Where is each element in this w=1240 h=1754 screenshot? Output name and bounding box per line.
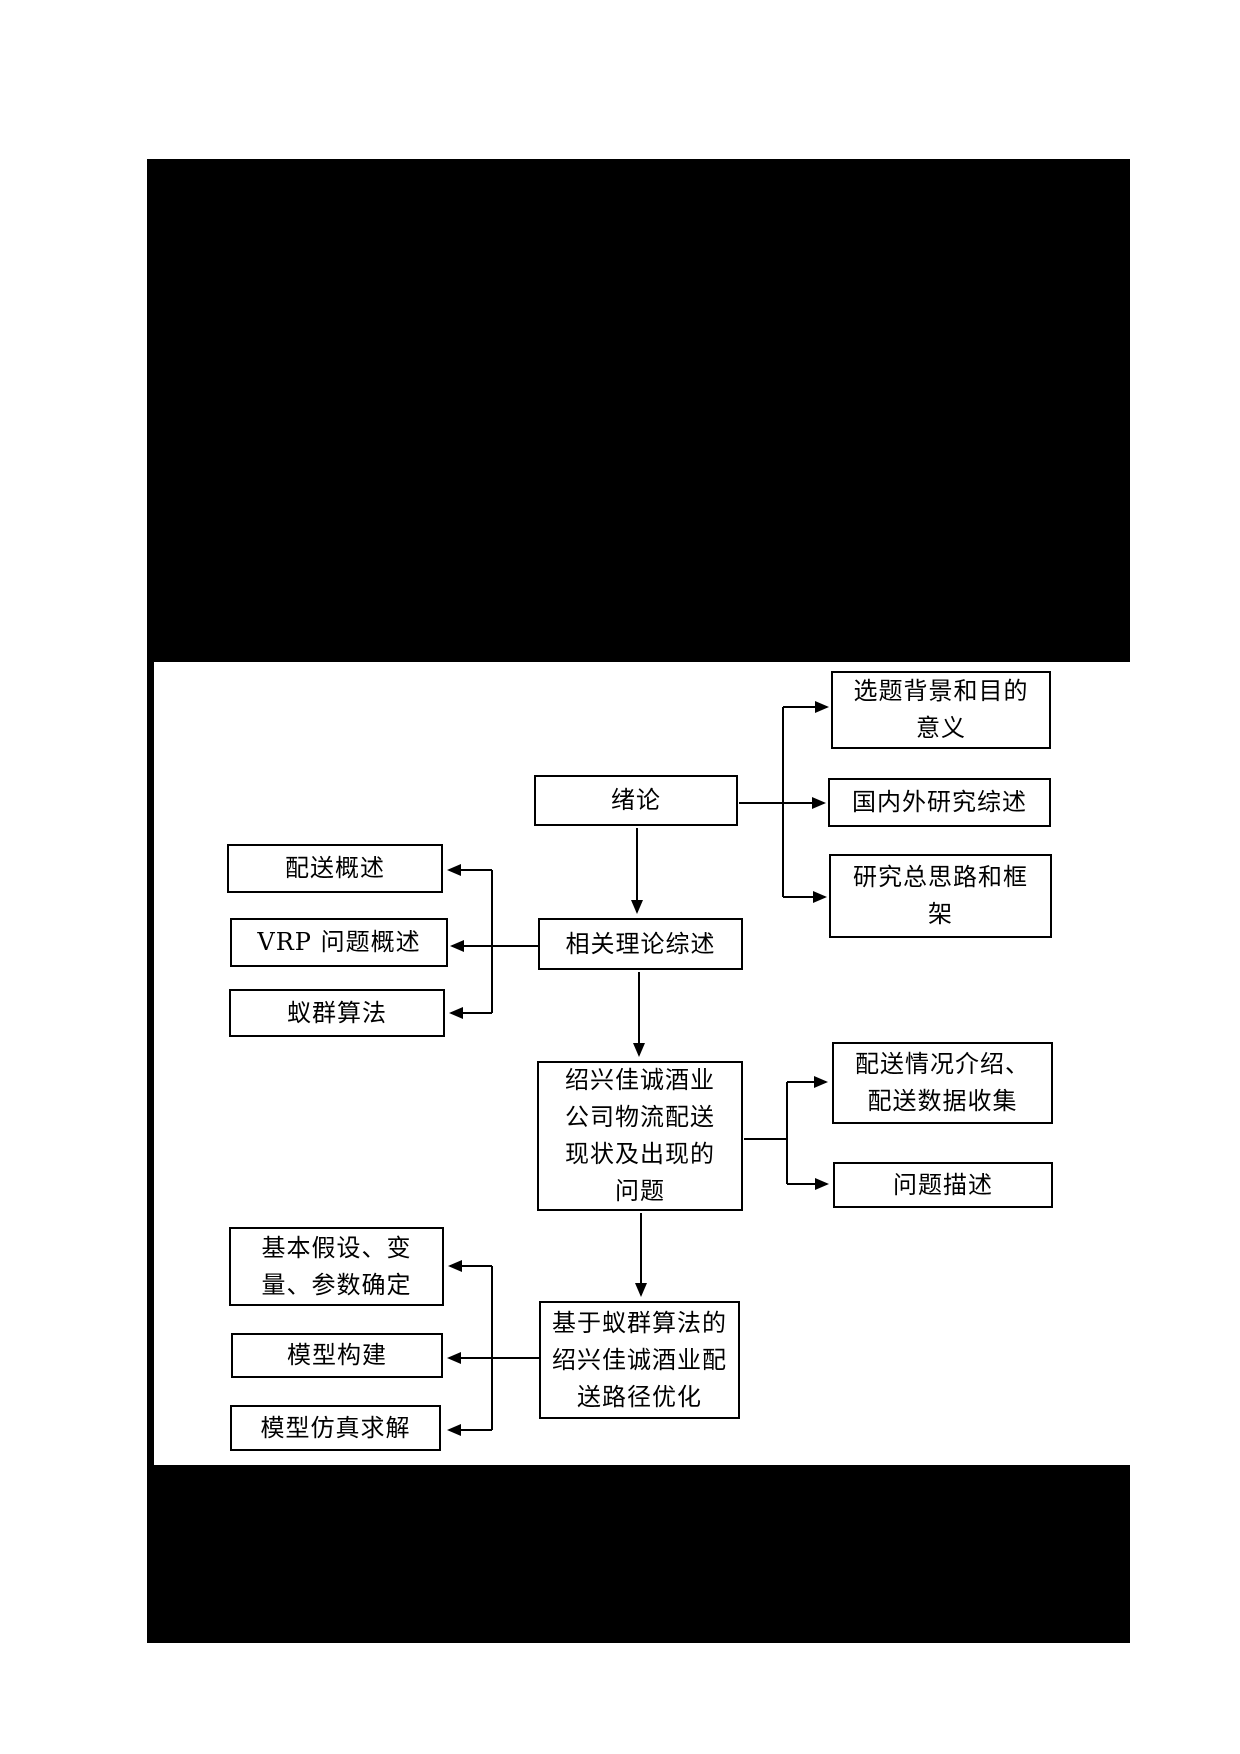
node-route-optimization: 基于蚁群算法的 绍兴佳诚酒业配 送路径优化 (539, 1301, 740, 1419)
redacted-block-top (147, 159, 1130, 662)
node-model-simulation: 模型仿真求解 (230, 1405, 441, 1451)
node-background-purpose: 选题背景和目的 意义 (831, 671, 1051, 749)
node-assumptions-parameters: 基本假设、变 量、参数确定 (229, 1227, 444, 1306)
node-introduction: 绪论 (534, 775, 738, 826)
node-research-framework: 研究总思路和框 架 (829, 854, 1052, 938)
node-problem-description: 问题描述 (833, 1162, 1053, 1208)
redacted-block-bottom (147, 1465, 1130, 1643)
node-distribution-overview: 配送概述 (227, 844, 443, 893)
node-logistics-status: 绍兴佳诚酒业 公司物流配送 现状及出现的 问题 (537, 1061, 743, 1211)
node-research-review: 国内外研究综述 (828, 778, 1051, 827)
node-vrp-overview: VRP 问题概述 (230, 918, 448, 967)
node-model-construction: 模型构建 (231, 1333, 443, 1378)
redacted-strip-left (147, 662, 154, 1465)
node-ant-colony-algorithm: 蚁群算法 (229, 989, 445, 1037)
node-distribution-data: 配送情况介绍、 配送数据收集 (832, 1042, 1053, 1124)
node-related-theory: 相关理论综述 (538, 918, 743, 970)
